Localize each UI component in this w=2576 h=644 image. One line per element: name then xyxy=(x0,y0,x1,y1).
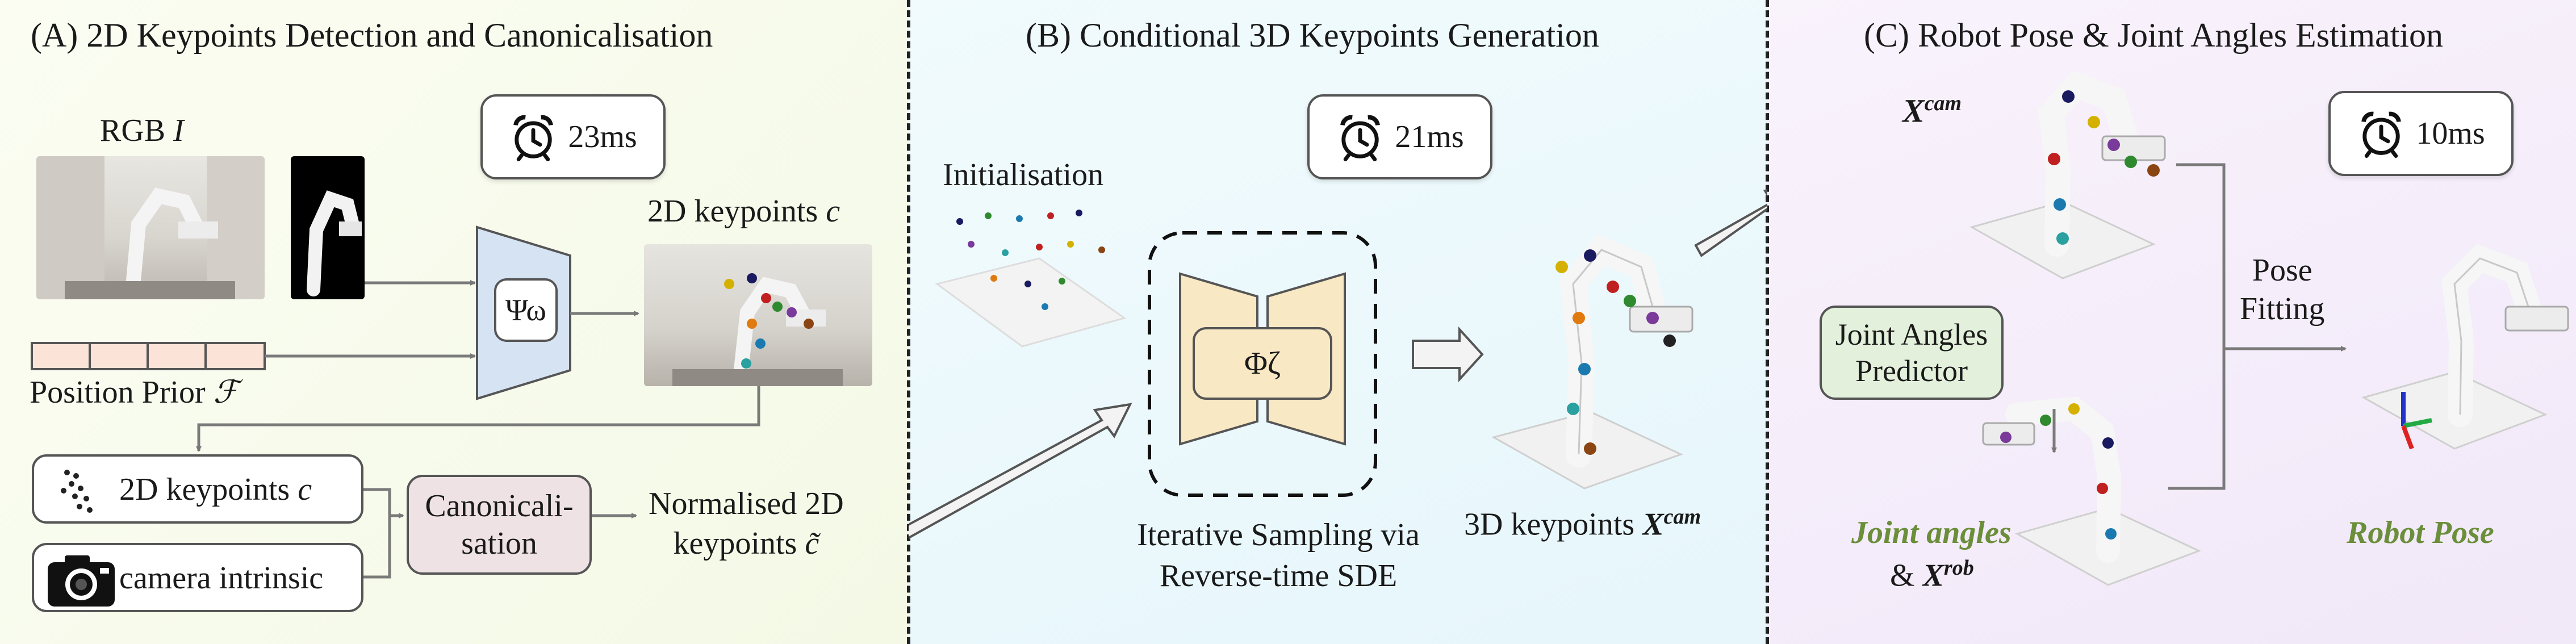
noise-plane xyxy=(935,257,1127,348)
divider-bc xyxy=(1766,0,1769,644)
timer-c-value: 10ms xyxy=(2416,116,2485,151)
phi-network-box: Φζ xyxy=(1193,327,1332,400)
joint-angles-predictor-box: Joint Angles Predictor xyxy=(1820,306,2004,400)
kp3d-label: 3D keypoints Xcam xyxy=(1464,505,1701,542)
timer-a-value: 23ms xyxy=(568,119,637,154)
divider-ab xyxy=(907,0,910,644)
chip-camera-intrinsic: camera intrinsic xyxy=(32,543,363,612)
to-panel-c-arrow xyxy=(1694,189,1767,257)
chip-2d-keypoints: 2D keypoints c xyxy=(32,454,363,524)
noise-points xyxy=(956,210,1105,310)
normalised-kp-label: Normalised 2D keypoints c̃ xyxy=(649,486,844,561)
robot-pose-label: Robot Pose xyxy=(2347,515,2494,550)
keypoint-dots-icon xyxy=(61,470,93,513)
pose-fitting-label: Pose Fitting xyxy=(2240,253,2325,327)
xcam-robot-render xyxy=(1969,70,2166,279)
kp2d-image xyxy=(644,244,872,386)
alarm-clock-icon xyxy=(2361,111,2402,158)
segmentation-mask-image xyxy=(291,156,365,299)
timer-c: 10ms xyxy=(2328,91,2514,176)
timer-b: 21ms xyxy=(1307,94,1492,179)
position-prior-label: Position Prior ℱ xyxy=(30,375,239,410)
timer-b-value: 21ms xyxy=(1395,119,1464,154)
rgb-robot-icon xyxy=(36,156,265,299)
rgb-image xyxy=(36,156,265,299)
panel-c-title: (C) Robot Pose & Joint Angles Estimation xyxy=(1864,16,2444,54)
panel-c-arrows xyxy=(2051,163,2347,490)
panel-c-graphics xyxy=(1969,70,2569,586)
sampling-dashed-box xyxy=(1148,231,1377,497)
robot-arm-render xyxy=(1491,234,1693,490)
output-arrow xyxy=(1412,326,1484,383)
alarm-clock-icon xyxy=(513,115,554,161)
camera-icon xyxy=(48,555,115,607)
robot-pose-render xyxy=(2361,244,2569,450)
jointangle-robot-render xyxy=(1982,396,2201,586)
joint-angles-label: Joint angles xyxy=(1851,515,2012,550)
panel-b-graphics xyxy=(909,189,1767,540)
keypoint-scatter xyxy=(724,273,814,369)
rgb-label: RGB I xyxy=(100,113,184,148)
timer-a: 23ms xyxy=(480,94,666,179)
xcam-label: Xcam xyxy=(1902,91,1962,129)
panel-b-title: (B) Conditional 3D Keypoints Generation xyxy=(1026,16,1599,54)
kp2d-title: 2D keypoints c xyxy=(647,194,840,229)
xrob-label: & Xrob xyxy=(1890,556,1974,593)
psi-network-box: Ψω xyxy=(494,278,558,342)
alarm-clock-icon xyxy=(1340,115,1381,161)
input-arrow xyxy=(909,403,1132,540)
panel-a-title: (A) 2D Keypoints Detection and Canonical… xyxy=(31,16,713,54)
sampling-label: Iterative Sampling via Reverse-time SDE xyxy=(1137,517,1420,593)
canonicalisation-box: Canonicali- sation xyxy=(407,475,592,575)
initialisation-label: Initialisation xyxy=(943,157,1104,193)
